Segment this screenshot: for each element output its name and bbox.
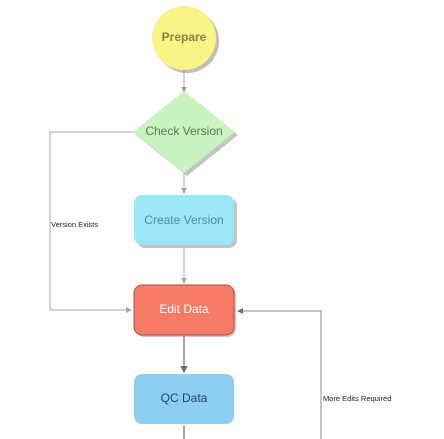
node-edit-data-label: Edit Data [159, 302, 209, 316]
edge-label-version-exists: Version Exists [51, 220, 98, 229]
node-edit-data-shape [133, 284, 235, 336]
node-qc-data-label: QC Data [161, 391, 208, 405]
node-create-version[interactable]: Create Version [134, 195, 237, 248]
node-check-version-shape [133, 91, 235, 173]
connector-version-exists [49, 131, 140, 313]
node-create-version-shape [134, 195, 234, 245]
node-qc-data[interactable]: QC Data [134, 374, 234, 424]
node-check-version[interactable]: Check Version [133, 91, 238, 176]
edge-label-more-edits-required: More Edits Required [323, 394, 391, 403]
node-edit-data[interactable]: Edit Data [133, 284, 236, 337]
node-prepare[interactable]: Prepare [152, 6, 219, 73]
connector-more-edits-required [237, 308, 322, 439]
node-check-version-label: Check Version [145, 124, 222, 138]
connectors [49, 69, 322, 439]
node-create-version-label: Create Version [144, 213, 223, 227]
node-qc-data-shape [134, 374, 234, 424]
node-prepare-label: Prepare [162, 30, 207, 44]
node-prepare-shape [152, 6, 216, 70]
